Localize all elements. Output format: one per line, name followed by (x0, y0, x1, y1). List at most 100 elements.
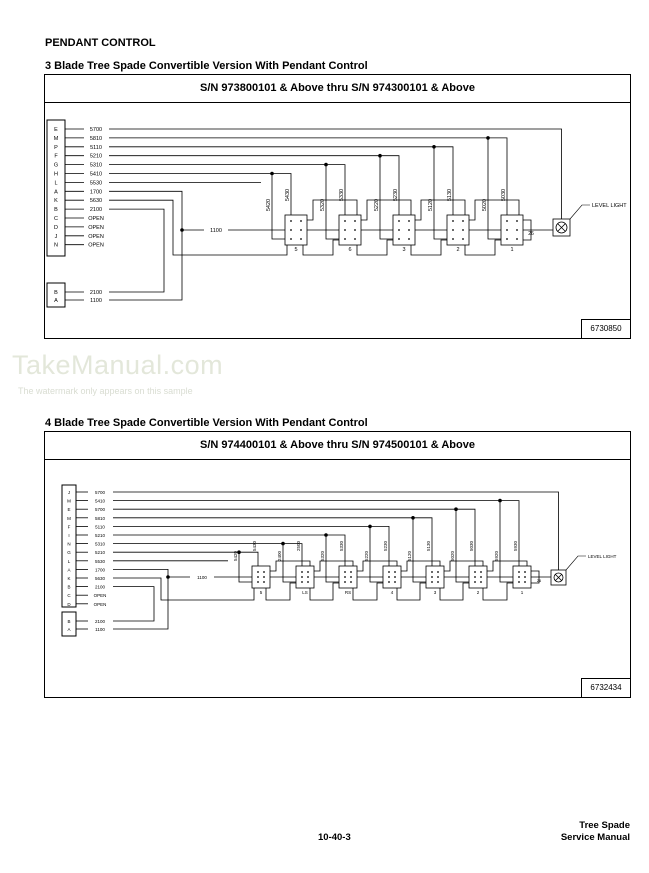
wire-label: 5310 (90, 163, 102, 169)
switch-contact (290, 229, 292, 231)
connector-pin-label: C (67, 593, 71, 598)
rocker-switch (392, 214, 416, 246)
junction-dot (378, 153, 382, 158)
wire-label: 5110 (95, 524, 105, 529)
junction-dot (324, 162, 328, 167)
switch-link-bottom (410, 239, 447, 256)
switch-wire-label: 5420 (266, 199, 272, 211)
switch-contact (350, 576, 352, 578)
aux-pin-label: A (67, 627, 70, 632)
wire-to-switch (325, 164, 339, 240)
rocker-switch (284, 214, 308, 246)
switch-wire-label: 5030 (501, 189, 507, 201)
wire-label: 5630 (90, 198, 102, 204)
wire-to-switch (109, 155, 400, 215)
wire-label: OPEN (88, 225, 104, 231)
switch-link-bottom (396, 582, 426, 601)
junction-dot (237, 550, 241, 554)
diagram-2-frame: S/N 974400101 & Above thru S/N 974500101… (44, 431, 631, 698)
connector-pin-label: A (67, 567, 70, 572)
wire-label: OPEN (88, 234, 104, 240)
switch-contact (408, 229, 410, 231)
switch-contact (431, 576, 433, 578)
switch-link-bottom (482, 582, 513, 601)
rocker-switch (512, 565, 532, 589)
junction-dot (486, 136, 490, 140)
bus-label: 1100 (197, 575, 207, 580)
ground-link (531, 570, 540, 584)
switch-label: LS (302, 590, 308, 595)
wire-label: 1700 (95, 567, 106, 572)
aux-connector (46, 282, 66, 308)
switch-wire-label: 5120 (407, 550, 412, 561)
level-light-label: LEVEL LIGHT (592, 203, 627, 209)
rocker-switch (338, 214, 362, 246)
switch-label: 5 (294, 247, 297, 253)
connector-pin-label: M (67, 499, 71, 504)
switch-contact (462, 229, 464, 231)
switch-wire-label: 5430 (285, 189, 291, 201)
switch-label: 2 (456, 247, 459, 253)
wire-to-switch (109, 146, 454, 215)
switch-link-top (401, 560, 441, 572)
wire-to-lamp (109, 128, 562, 219)
switch-label: 3 (402, 247, 405, 253)
switch-contact (480, 576, 482, 578)
switch-contact (480, 581, 482, 583)
switch-link-bottom (302, 239, 339, 256)
switch-contact (462, 220, 464, 222)
wire-2100 (109, 208, 165, 293)
switch-link-top (469, 199, 520, 221)
wire-label: 2100 (90, 207, 102, 213)
switch-link-top (307, 199, 358, 221)
wire-to-switch (369, 526, 383, 583)
lamp-icon-cross (557, 223, 566, 232)
switch-contact (344, 581, 346, 583)
switch-contact (452, 238, 454, 240)
aux-wire-label: 1100 (95, 627, 105, 632)
wire-label: 5700 (95, 490, 106, 495)
switch-contact (398, 229, 400, 231)
wire-to-switch (109, 173, 292, 215)
aux-pin-label: A (54, 298, 58, 304)
aux-wire-label: 2100 (90, 290, 102, 296)
switch-contact (518, 571, 520, 573)
lamp-icon-cross (555, 574, 562, 581)
connector-pin-label: G (54, 163, 58, 169)
aux-wire-label: 2100 (95, 619, 106, 624)
wire-to-switch (379, 155, 393, 240)
switch-wire-label: 5330 (339, 540, 344, 551)
connector-pin-label: F (68, 524, 71, 529)
diagram-1-frame: S/N 973800101 & Above thru S/N 974300101… (44, 74, 631, 339)
connector-pin-label: K (54, 198, 58, 204)
switch-contact (301, 576, 303, 578)
pendant-connector (46, 119, 66, 257)
switch-contact (452, 229, 454, 231)
wire-label: 2100 (95, 585, 106, 590)
wire-1700 (109, 190, 183, 301)
wire-to-switch (412, 517, 426, 583)
connector-pin-label: E (67, 507, 70, 512)
wire-to-switch (113, 543, 303, 566)
wire-to-switch (487, 137, 501, 240)
rocker-switch (251, 565, 271, 589)
rocker-switch (500, 214, 524, 246)
switch-contact (524, 576, 526, 578)
connector-pin-label: J (68, 490, 70, 495)
switch-contact (408, 220, 410, 222)
switch-wire-label: 5020 (450, 550, 455, 561)
switch-contact (388, 571, 390, 573)
switch-wire-label: 5920 (494, 550, 499, 561)
rocker-switch (382, 565, 402, 589)
junction-dot (432, 145, 436, 149)
switch-wire-label: 5420 (233, 550, 238, 561)
wire-label: 5810 (90, 136, 102, 142)
switch-link-top (487, 560, 528, 572)
switch-contact (437, 576, 439, 578)
switch-wire-label: 5120 (428, 199, 434, 211)
diagram-1-title: 3 Blade Tree Spade Convertible Version W… (45, 60, 368, 72)
wire-to-switch (499, 500, 513, 583)
pendant-connector (61, 484, 77, 608)
wire-to-switch (109, 164, 346, 215)
